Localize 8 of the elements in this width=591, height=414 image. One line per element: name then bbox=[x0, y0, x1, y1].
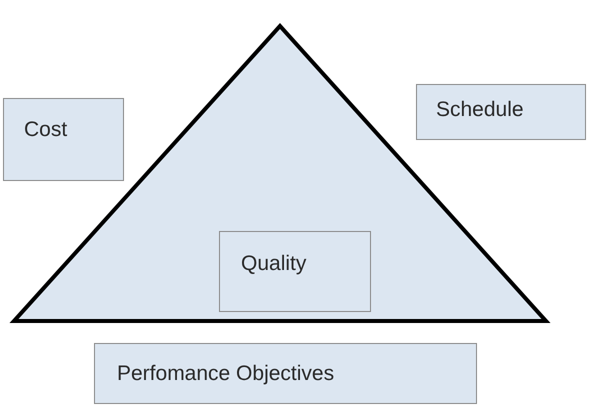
box-label: Cost bbox=[24, 118, 68, 142]
text-box bbox=[3, 98, 124, 181]
box-label: Perfomance Objectives bbox=[117, 362, 334, 386]
box-label: Schedule bbox=[436, 98, 524, 122]
text-box bbox=[416, 84, 586, 140]
box-label: Quality bbox=[241, 252, 306, 276]
text-box bbox=[94, 343, 477, 404]
text-box bbox=[219, 231, 371, 312]
